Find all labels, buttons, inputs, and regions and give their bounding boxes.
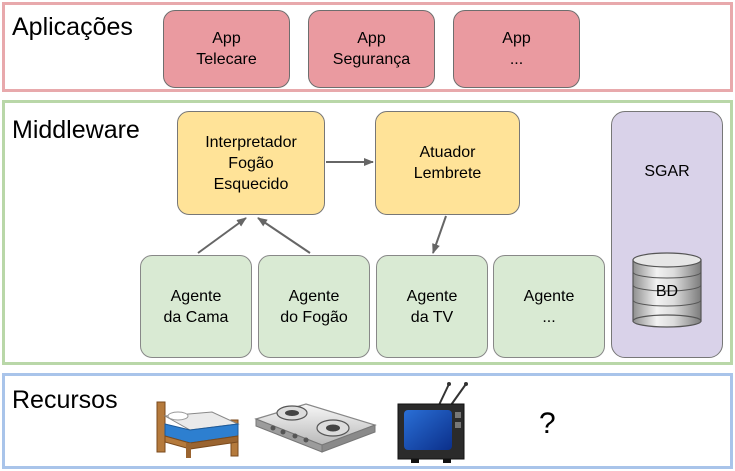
bed-agent-box: Agente da Cama <box>140 255 252 358</box>
app-more-box: App ... <box>453 10 580 88</box>
applications-layer <box>2 2 733 92</box>
app-telecare-box: App Telecare <box>163 10 290 88</box>
applications-layer-title: Aplicações <box>12 13 133 41</box>
interpreter-forgotten-stove-box: Interpretador Fogão Esquecido <box>177 111 325 215</box>
reminder-actuator-box: Atuador Lembrete <box>375 111 520 215</box>
resources-layer-title: Recursos <box>12 386 118 414</box>
more-agent-box: Agente ... <box>493 255 605 358</box>
stove-agent-box: Agente do Fogão <box>258 255 370 358</box>
bed-icon <box>156 401 240 458</box>
stove-icon <box>254 403 377 453</box>
middleware-layer <box>2 100 733 365</box>
unknown-resource-label: ? <box>539 407 556 440</box>
database-icon: BD <box>632 252 702 328</box>
tv-agent-box: Agente da TV <box>376 255 488 358</box>
resources-layer <box>2 373 733 469</box>
arrow-actuator-to-tv-agent <box>432 215 447 254</box>
app-seguranca-box: App Segurança <box>308 10 435 88</box>
arrow-bed-agent-to-interpreter <box>197 217 247 254</box>
database-label: BD <box>656 283 678 300</box>
arrow-stove-agent-to-interpreter <box>257 217 311 254</box>
tv-icon <box>397 382 468 463</box>
middleware-layer-title: Middleware <box>12 116 140 144</box>
